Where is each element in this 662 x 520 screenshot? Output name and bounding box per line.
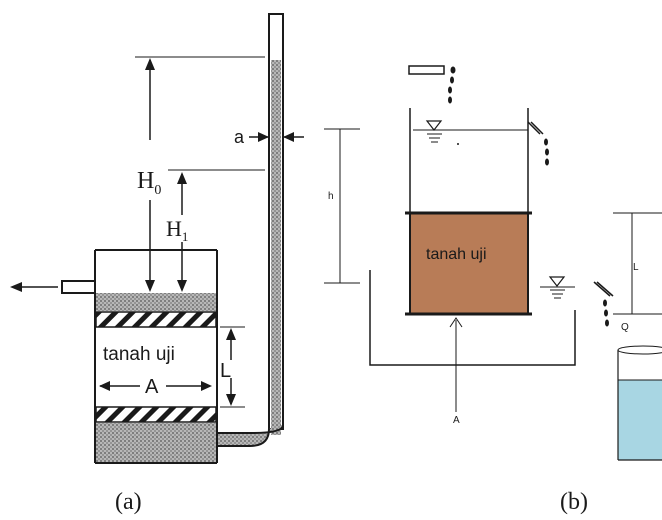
inflow-pipe <box>408 65 445 75</box>
label-A-a: A <box>145 376 159 398</box>
dimension-H1: H1 <box>166 172 188 292</box>
caption-a: (a) <box>115 489 142 515</box>
dimension-h: h <box>324 128 360 284</box>
label-H0: H0 <box>137 168 161 198</box>
permeameter-cylinder <box>10 249 218 464</box>
dimension-A-b: A <box>449 317 463 426</box>
soil-sample-label-a: tanah uji <box>103 344 175 365</box>
dimension-A-a: A <box>99 376 212 398</box>
dimension-L-a: L <box>220 326 245 408</box>
dimension-a: a <box>234 127 304 147</box>
label-L-b: L <box>633 262 639 273</box>
outer-tank <box>369 270 614 366</box>
figure-a: tanah uji A L H0 <box>10 13 304 515</box>
label-H1: H1 <box>166 216 188 244</box>
figure-b: tanah uji h L A Q <box>324 65 662 515</box>
label-Q: Q <box>621 322 629 333</box>
measuring-cylinder <box>617 345 662 461</box>
dimension-L-b: L <box>613 212 662 315</box>
soil-sample-label-b: tanah uji <box>426 246 487 263</box>
soil-sample-b <box>409 212 529 315</box>
label-A-b: A <box>453 415 460 426</box>
label-L-a: L <box>220 360 231 382</box>
dimension-H0: H0 <box>137 58 161 292</box>
label-h: h <box>328 191 334 202</box>
caption-b: (b) <box>560 489 588 515</box>
inflow-drops <box>448 66 456 104</box>
label-a: a <box>234 127 245 147</box>
